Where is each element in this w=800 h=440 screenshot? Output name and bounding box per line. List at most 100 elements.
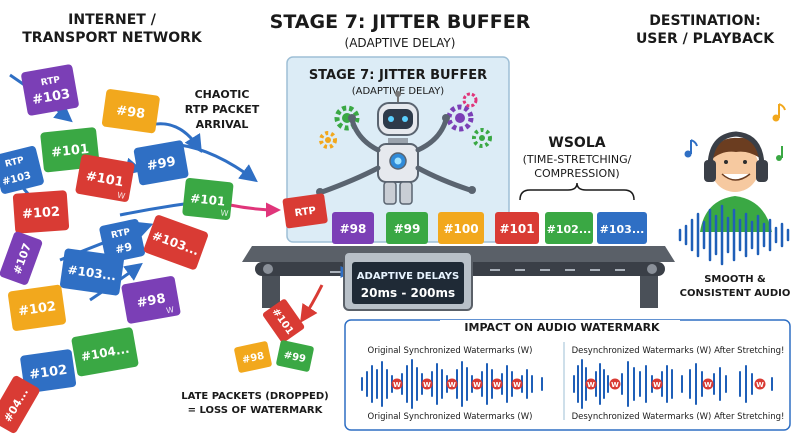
watermark-marker-label: W: [653, 381, 661, 389]
gear-icon: [446, 104, 474, 132]
entering-rtp-label: RTP: [294, 205, 317, 219]
conveyor-packet-label: #100: [443, 222, 478, 236]
packet-label: #103: [31, 87, 71, 108]
robot-icon: [316, 91, 476, 205]
watermark-marker: W: [754, 378, 766, 390]
stage-title: STAGE 7: JITTER BUFFER: [270, 11, 531, 33]
watermark-marker: W: [491, 378, 503, 390]
entering-rtp-packet: RTP: [282, 193, 328, 229]
packet-top-label: RTP: [4, 155, 26, 169]
destination-header-line1: DESTINATION:: [649, 13, 760, 29]
watermark-marker-label: W: [448, 381, 456, 389]
chaotic-packet: #101 W: [182, 177, 234, 221]
conveyor-packet: #98: [332, 212, 374, 244]
watermark-marker: W: [471, 378, 483, 390]
original-watermarks-label-bottom: Original Synchronized Watermarks (W): [368, 412, 533, 422]
chaotic-packet: #98 W: [121, 276, 181, 324]
packet-top-label: RTP: [40, 75, 61, 88]
watermark-marker-label: W: [756, 381, 764, 389]
chaotic-packet: #101 W: [75, 154, 135, 202]
destination-header-line2: USER / PLAYBACK: [636, 31, 775, 47]
wsola-title: WSOLA: [548, 135, 605, 151]
chaotic-packet: #103...: [143, 215, 208, 270]
packet-label: #101: [190, 191, 226, 209]
music-note-icon: [684, 139, 698, 158]
watermark-marker: W: [391, 378, 403, 390]
stage-subtitle: (ADAPTIVE DELAY): [345, 36, 456, 50]
late-packets-label: LATE PACKETS (DROPPED): [181, 391, 328, 402]
music-note-icon: [776, 146, 783, 161]
impact-title: IMPACT ON AUDIO WATERMARK: [464, 321, 660, 334]
chaotic-packet: #107: [0, 231, 43, 285]
output-label-line1: SMOOTH &: [704, 274, 766, 285]
packet-watermark: W: [116, 191, 125, 201]
chaotic-packet: RTP #103: [21, 64, 79, 116]
wsola-bracket: [519, 182, 635, 201]
original-waveform: [361, 359, 543, 409]
adaptive-delay-range: 20ms - 200ms: [361, 286, 455, 300]
music-note-icon: [772, 103, 786, 122]
packet-label: #98: [115, 103, 146, 122]
chaotic-packet: #04...: [0, 375, 40, 434]
watermark-marker-label: W: [473, 381, 481, 389]
packet-label: #103...: [67, 263, 117, 284]
conveyor-packet: #102...: [545, 212, 593, 244]
arrow-icon: [179, 143, 258, 183]
packet-label: #9: [114, 240, 133, 256]
watermark-marker: W: [609, 378, 621, 390]
watermark-marker-label: W: [513, 381, 521, 389]
desynced-watermarks-label-bottom: Desynchronized Watermarks (W) After Stre…: [572, 412, 785, 422]
packet-label: #99: [146, 154, 177, 174]
output-audio-waveform: [678, 204, 790, 266]
headphones-icon: [704, 131, 768, 182]
conveyor-packet: #99: [386, 212, 428, 244]
wsola-line3: COMPRESSION): [534, 167, 619, 180]
chaotic-packet: #102: [20, 349, 77, 394]
watermark-marker: W: [585, 378, 597, 390]
network-header-line1: INTERNET /: [68, 12, 157, 28]
dropped-packet-label: #99: [283, 350, 307, 365]
chaotic-packet: #104...: [71, 327, 139, 377]
impact-title-backdrop: [440, 320, 680, 334]
chaotic-packet: #102: [12, 190, 70, 234]
packet-label: #102: [22, 205, 61, 223]
conveyor-packet: #101: [495, 212, 539, 244]
wsola-line2: (TIME-STRETCHING/: [523, 153, 632, 166]
watermark-marker: W: [421, 378, 433, 390]
watermark-marker: W: [511, 378, 523, 390]
dropped-packet: #98: [234, 341, 272, 373]
adaptive-delay-title: ADAPTIVE DELAYS: [357, 271, 459, 282]
packet-top-label: RTP: [110, 227, 131, 241]
gear-icon: [472, 128, 492, 148]
watermark-marker: W: [651, 378, 663, 390]
conveyor-packet-box: [438, 212, 484, 244]
conveyor-packet: #100: [438, 212, 484, 244]
watermark-loss-label: = LOSS OF WATERMARK: [188, 405, 324, 416]
desynced-watermarks-label-top: Desynchronized Watermarks (W) After Stre…: [572, 346, 785, 356]
watermark-marker: W: [446, 378, 458, 390]
conveyor-packet-box: [495, 212, 539, 244]
output-label-line2: CONSISTENT AUDIO: [680, 288, 791, 299]
packet-watermark: W: [165, 305, 174, 315]
chaotic-label-line2: RTP PACKET: [185, 103, 260, 116]
watermark-marker-label: W: [587, 381, 595, 389]
arrow-icon: [229, 202, 281, 218]
chaotic-packet: #102: [7, 284, 66, 331]
watermark-marker-label: W: [393, 381, 401, 389]
user-avatar: [700, 137, 772, 232]
drop-arrow-icon: [300, 284, 324, 323]
packet-watermark: W: [220, 208, 229, 218]
watermark-marker-label: W: [423, 381, 431, 389]
chaotic-packet: #99: [133, 140, 189, 186]
network-header-line2: TRANSPORT NETWORK: [22, 30, 203, 46]
conveyor-packet-label: #101: [499, 222, 534, 236]
buffer-panel-title: STAGE 7: JITTER BUFFER: [309, 68, 487, 83]
conveyor-packet: #103...: [597, 212, 647, 244]
packet-label: #101: [50, 142, 89, 161]
conveyor-packet-label: #98: [340, 222, 367, 236]
conveyor-packet-box: [386, 212, 428, 244]
original-watermarks-label-top: Original Synchronized Watermarks (W): [368, 346, 533, 356]
watermark-marker-label: W: [704, 381, 712, 389]
conveyor-packet-box: [332, 212, 374, 244]
